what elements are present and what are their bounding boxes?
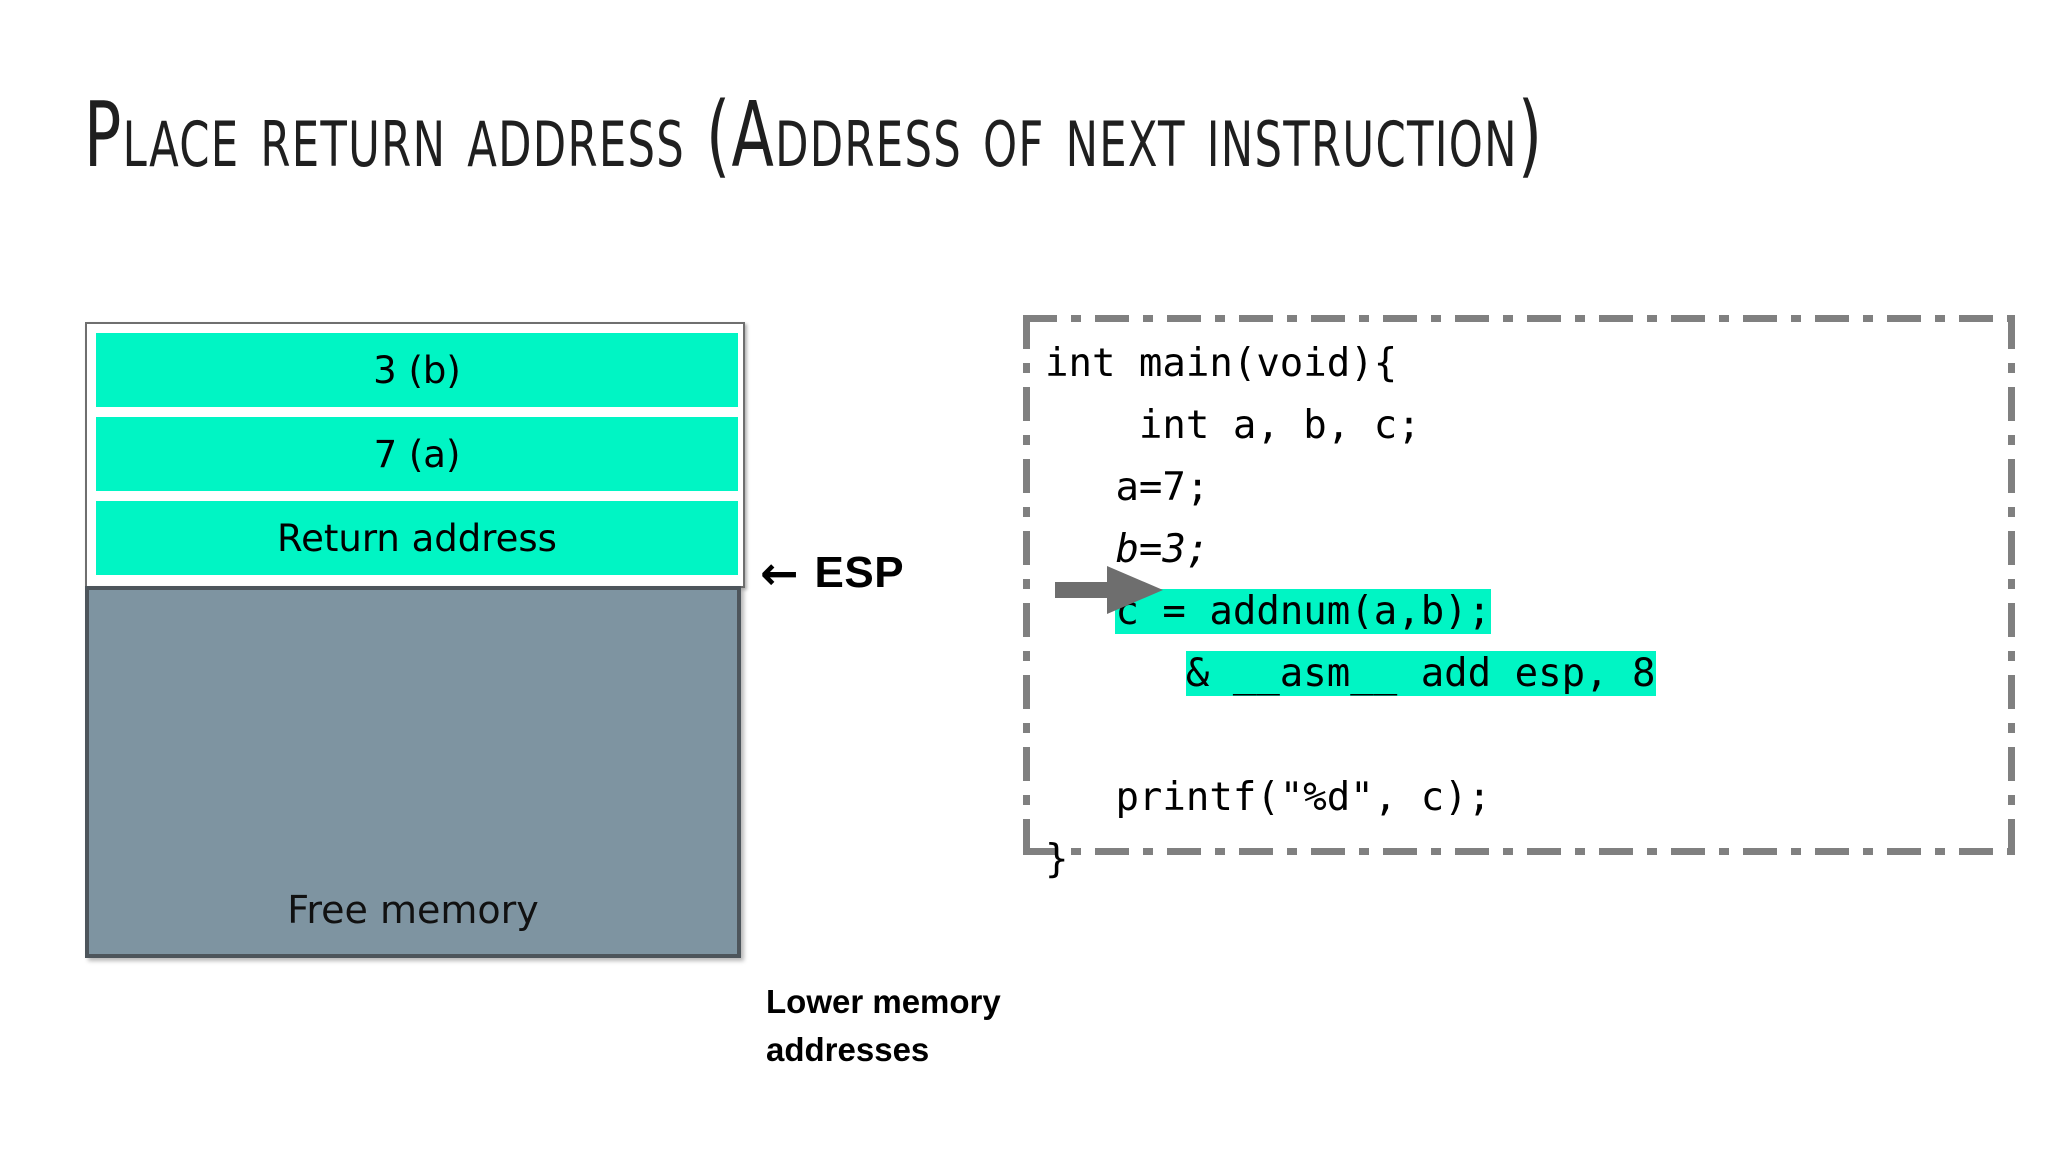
code-line: a=7; [1045,457,1656,519]
stack-diagram: 3 (b) 7 (a) Return address Free memory [85,322,745,962]
code-line [1045,705,1656,767]
stack-cell: 7 (a) [96,417,738,491]
code-line-text: int main(void){ [1045,341,1398,386]
stack-frame: 3 (b) 7 (a) Return address [85,322,745,588]
code-line: & __asm__ add esp, 8 [1045,643,1656,705]
code-panel: int main(void){ int a, b, c; a=7; b=3; c… [1023,315,2015,882]
free-memory-region: Free memory [85,586,741,958]
stack-cell: Return address [96,501,738,575]
code-line: printf("%d", c); [1045,767,1656,829]
code-line-highlighted: c = addnum(a,b); [1115,589,1492,634]
code-line-text: a=7; [1115,465,1210,510]
stack-cell: 3 (b) [96,333,738,407]
code-line-text: } [1045,837,1069,882]
code-line-text: printf("%d", c); [1115,775,1492,820]
code-line: c = addnum(a,b); [1045,581,1656,643]
code-line: int main(void){ [1045,333,1656,395]
lower-memory-addresses-label: Lower memory addresses [766,983,1001,1068]
code-line-text: int a, b, c; [1138,403,1421,448]
code-line: b=3; [1045,519,1656,581]
code-listing: int main(void){ int a, b, c; a=7; b=3; c… [1045,333,1656,891]
free-memory-label: Free memory [287,888,539,932]
code-line: } [1045,829,1656,891]
code-line-highlighted: & __asm__ add esp, 8 [1185,651,1656,696]
code-line-text: b=3; [1115,527,1210,572]
right-block-arrow-icon [1055,566,1163,614]
esp-label: ESP [814,548,905,597]
page-title: Place return address (Address of next in… [84,83,1544,188]
left-arrow-icon: ← [760,546,799,600]
esp-pointer: ← ESP [760,548,904,598]
code-line: int a, b, c; [1045,395,1656,457]
